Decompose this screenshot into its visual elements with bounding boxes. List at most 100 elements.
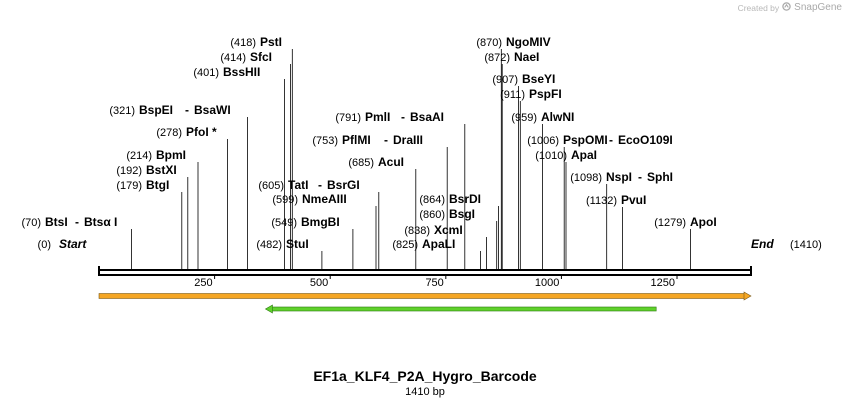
site-name-bseyi: BseYI — [522, 72, 555, 86]
feature-arrowhead — [743, 291, 752, 301]
site-lines — [130, 49, 691, 270]
site-name-bsrdi: BsrDI — [449, 192, 481, 206]
site-alt-name-btsi: Btsα I — [84, 215, 117, 229]
site-separator: - — [185, 103, 189, 117]
site-position-btsi: (70) — [21, 217, 41, 229]
end-position: (1410) — [790, 239, 822, 251]
axis-tick-label: 250 — [194, 277, 212, 289]
site-separator: - — [638, 170, 642, 184]
site-separator: - — [318, 178, 322, 192]
site-name-pspomi: PspOMI — [563, 133, 608, 147]
site-position-bsrdi: (864) — [419, 194, 445, 206]
site-name-pspfi: PspFI — [529, 87, 562, 101]
feature-bar — [271, 306, 657, 312]
site-name-nmeaiii: NmeAIII — [302, 192, 347, 206]
site-position-pmli: (791) — [335, 112, 361, 124]
site-position-apai: (1010) — [535, 150, 567, 162]
site-position-psti: (418) — [230, 37, 256, 49]
watermark-brand: SnapGene — [794, 2, 842, 13]
sequence-backbone: 250 500 750 1000 1250 — [98, 266, 752, 289]
site-name-bstxi: BstXI — [146, 163, 177, 177]
site-position-bseyi: (907) — [492, 74, 518, 86]
site-position-naei: (872) — [484, 52, 510, 64]
site-name-pfoi: PfoI * — [186, 125, 217, 139]
site-name-btgi: BtgI — [146, 178, 169, 192]
site-name-bsgi: BsgI — [449, 207, 475, 221]
site-name-sfci: SfcI — [250, 50, 272, 64]
start-position: (0) — [38, 239, 51, 251]
site-alt-name-pspomi: EcoO109I — [618, 133, 673, 147]
feature-bar — [98, 293, 746, 299]
site-position-pflmi: (753) — [312, 135, 338, 147]
site-labels: (70)BtsI-Btsα I(179)BtgI(192)BstXI(214)B… — [21, 35, 821, 251]
site-name-pvui: PvuI — [621, 193, 646, 207]
site-position-bstxi: (192) — [116, 165, 142, 177]
site-position-bsgi: (860) — [419, 209, 445, 221]
site-name-alwni: AlwNI — [541, 110, 574, 124]
site-position-nmeaiii: (599) — [272, 194, 298, 206]
site-position-sfci: (414) — [220, 52, 246, 64]
site-name-pflmi: PflMI — [342, 133, 371, 147]
features — [98, 291, 752, 314]
site-name-acui: AcuI — [378, 155, 404, 169]
sequence-length: 1410 bp — [405, 386, 445, 398]
site-alt-name-tati: BsrGI — [327, 178, 360, 192]
site-position-nspi: (1098) — [570, 172, 602, 184]
site-separator: - — [75, 215, 79, 229]
site-position-bspei: (321) — [109, 105, 135, 117]
end-label: End — [751, 237, 774, 251]
site-alt-name-bspei: BsaWI — [194, 103, 231, 117]
sequence-name: EF1a_KLF4_P2A_Hygro_Barcode — [313, 368, 537, 384]
site-position-bmgbi: (549) — [271, 217, 297, 229]
site-position-bsshii: (401) — [193, 67, 219, 79]
site-name-xcmi: XcmI — [434, 223, 463, 237]
site-position-apali: (825) — [392, 239, 418, 251]
site-position-pspomi: (1006) — [527, 135, 559, 147]
watermark-prefix: Created by — [737, 2, 780, 13]
site-position-pvui: (1132) — [586, 195, 617, 207]
site-name-btsi: BtsI — [45, 215, 68, 229]
site-name-apali: ApaLI — [422, 237, 455, 251]
site-name-bsshii: BssHII — [223, 65, 260, 79]
site-separator: - — [609, 133, 613, 147]
site-name-bmgbi: BmgBI — [301, 215, 340, 229]
site-alt-name-nspi: SphI — [647, 170, 673, 184]
snapgene-watermark: Created by SnapGene — [738, 2, 842, 13]
site-name-bspei: BspEI — [139, 103, 173, 117]
feature-green — [264, 304, 657, 314]
site-position-apoi: (1279) — [654, 217, 686, 229]
feature-orange — [98, 291, 752, 301]
site-name-naei: NaeI — [514, 50, 539, 64]
site-name-psti: PstI — [260, 35, 282, 49]
site-separator: - — [384, 133, 388, 147]
site-alt-name-pflmi: DraIII — [393, 133, 423, 147]
axis-tick-label: 1250 — [651, 277, 675, 289]
site-position-tati: (605) — [258, 180, 284, 192]
site-position-pfoi: (278) — [156, 127, 182, 139]
site-position-bpmi: (214) — [126, 150, 152, 162]
site-position-pspfi: (911) — [500, 89, 525, 101]
site-name-stui: StuI — [286, 237, 309, 251]
site-name-bpmi: BpmI — [156, 148, 186, 162]
site-position-ngomiv: (870) — [476, 37, 502, 49]
axis-tick-label: 1000 — [535, 277, 559, 289]
site-position-acui: (685) — [348, 157, 374, 169]
snapgene-logo-icon — [782, 2, 791, 13]
site-position-stui: (482) — [256, 239, 282, 251]
site-position-alwni: (959) — [511, 112, 537, 124]
site-position-btgi: (179) — [116, 180, 142, 192]
site-alt-name-pmli: BsaAI — [410, 110, 444, 124]
site-position-xcmi: (838) — [404, 225, 430, 237]
site-name-pmli: PmlI — [365, 110, 390, 124]
site-name-ngomiv: NgoMIV — [506, 35, 551, 49]
site-separator: - — [401, 110, 405, 124]
start-label: Start — [59, 237, 87, 251]
site-name-apai: ApaI — [571, 148, 597, 162]
axis-tick-label: 750 — [425, 277, 443, 289]
site-name-apoi: ApoI — [690, 215, 717, 229]
site-name-nspi: NspI — [606, 170, 632, 184]
site-name-tati: TatI — [288, 178, 308, 192]
axis-tick-label: 500 — [310, 277, 328, 289]
feature-arrowhead — [264, 304, 273, 314]
